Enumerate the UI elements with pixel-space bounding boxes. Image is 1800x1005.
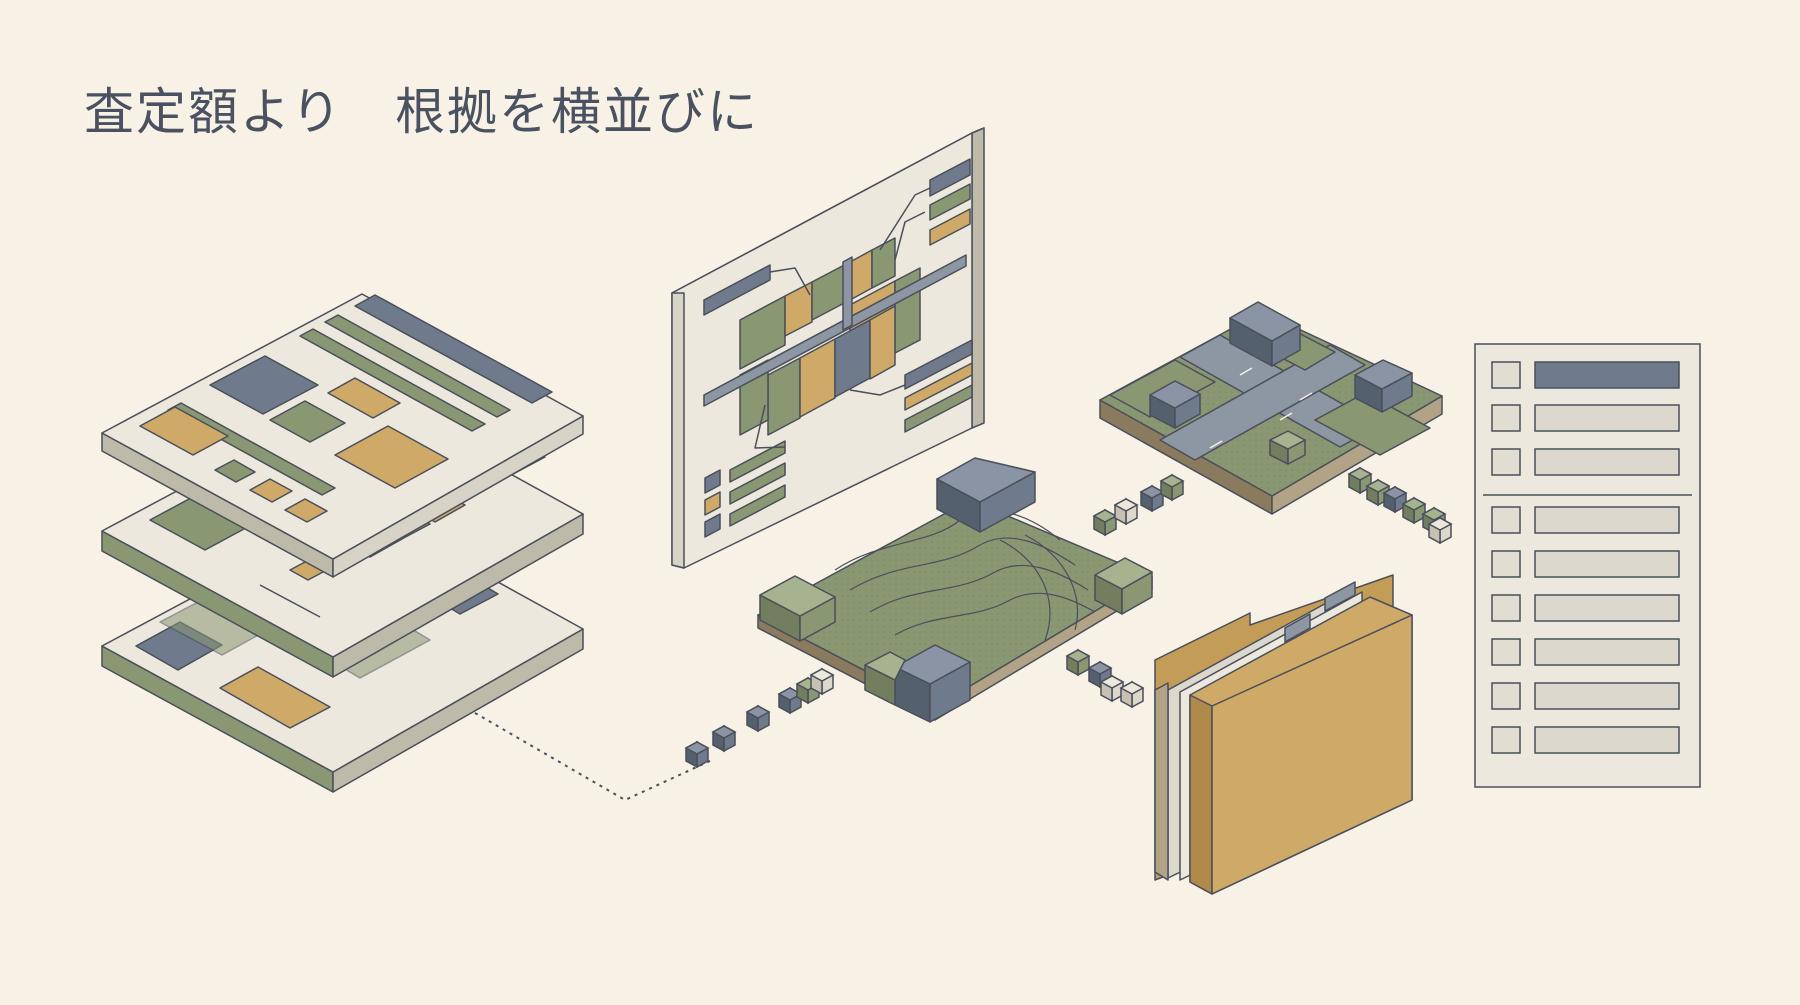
checklist-row-1 (1491, 361, 1680, 389)
checklist-row-8 (1491, 682, 1680, 710)
road-intersection-block-icon (1099, 301, 1443, 515)
connector-dotted-line (474, 712, 713, 802)
checklist-row-5 (1491, 550, 1680, 578)
terrain-building-top (936, 457, 1036, 533)
connector-cubes-left (684, 667, 835, 769)
checklist-row-6 (1491, 594, 1680, 622)
checklist-row-3 (1491, 448, 1680, 476)
intersection-building-right (1354, 359, 1413, 413)
intersection-building-left (1149, 380, 1201, 429)
terrain-map-block-icon (757, 457, 1153, 723)
terrain-block-left (759, 575, 836, 642)
terrain-block-right (1094, 557, 1153, 615)
connector-cubes-middle (1092, 473, 1185, 537)
intersection-building-back (1229, 301, 1301, 367)
terrain-building-bottom (894, 644, 971, 723)
page-title: 査定額より 根拠を横並びに (84, 83, 759, 141)
checklist-panel-icon (1474, 343, 1701, 788)
checklist-row-9 (1491, 726, 1680, 754)
checklist-row-7 (1491, 638, 1680, 666)
site-plan-board-icon (671, 127, 985, 569)
terrain-block-front (864, 651, 906, 706)
intersection-building-small (1269, 430, 1306, 465)
document-folder-icon (1154, 574, 1413, 895)
checklist-row-4 (1491, 506, 1680, 534)
checklist-row-2 (1491, 404, 1680, 432)
document-layer-top (101, 293, 584, 578)
stacked-document-layers-icon (101, 293, 584, 793)
connector-cubes-folder (1065, 648, 1145, 709)
connector-cubes-right (1347, 466, 1453, 545)
